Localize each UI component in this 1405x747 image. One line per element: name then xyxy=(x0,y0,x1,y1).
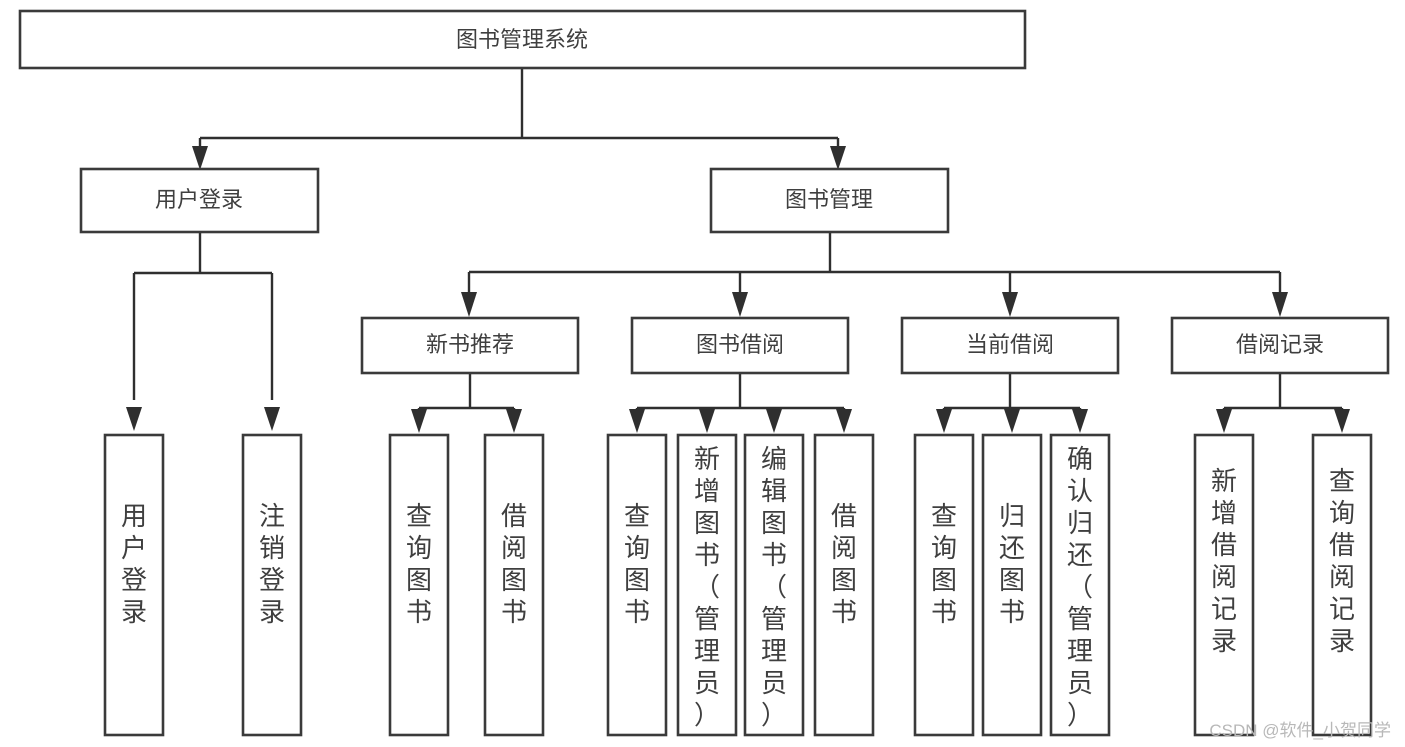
leaf-add-record-box[interactable] xyxy=(1193,433,1255,737)
leaf-query-record-box[interactable] xyxy=(1311,433,1373,737)
leaf-query-book-3-box[interactable] xyxy=(913,433,975,737)
connector-book-borrow-to-leaves xyxy=(635,373,846,412)
arrow-to-leaf-confirm-return xyxy=(1072,409,1088,433)
node-leaf-logout-login[interactable]: 注销登录 xyxy=(241,433,303,737)
leaf-user-login-label: 用户登录 xyxy=(121,501,147,627)
leaf-query-book-2-box[interactable] xyxy=(606,433,668,737)
connector-book-management-to-level2 xyxy=(467,232,1282,293)
connector-borrow-record-to-leaves xyxy=(1222,373,1344,412)
arrow-to-leaf-query-book-3 xyxy=(936,409,952,433)
node-leaf-query-book-3[interactable]: 查询图书 xyxy=(913,433,975,737)
node-leaf-borrow-book-1[interactable]: 借阅图书 xyxy=(483,433,545,737)
new-book-recommend-label: 新书推荐 xyxy=(426,332,514,357)
leaf-query-book-3-label: 查询图书 xyxy=(931,501,957,627)
node-leaf-query-record[interactable]: 查询借阅记录 xyxy=(1311,433,1373,737)
leaf-borrow-book-2-label: 借阅图书 xyxy=(831,501,857,627)
node-user-login[interactable]: 用户登录 xyxy=(79,167,320,234)
arrow-to-leaf-add-record xyxy=(1216,409,1232,433)
node-book-management[interactable]: 图书管理 xyxy=(709,167,950,234)
leaf-borrow-book-2-box[interactable] xyxy=(813,433,875,737)
leaf-confirm-return-box[interactable] xyxy=(1049,433,1111,737)
current-borrow-box[interactable] xyxy=(900,316,1120,375)
connector-user-login-to-leaves xyxy=(132,232,274,400)
arrow-to-leaf-return-book xyxy=(1004,409,1020,433)
arrow-to-new-book-recommend xyxy=(461,292,477,317)
node-leaf-return-book[interactable]: 归还图书 xyxy=(981,433,1043,737)
node-leaf-query-book-2[interactable]: 查询图书 xyxy=(606,433,668,737)
leaf-return-book-label: 归还图书 xyxy=(999,501,1025,627)
user-login-box[interactable] xyxy=(79,167,320,234)
arrow-to-borrow-record xyxy=(1272,292,1288,317)
arrow-to-user-login xyxy=(192,146,208,170)
leaf-query-record-label: 查询借阅记录 xyxy=(1329,466,1355,656)
node-leaf-query-book-1[interactable]: 查询图书 xyxy=(388,433,450,737)
node-current-borrow[interactable]: 当前借阅 xyxy=(900,316,1120,375)
node-leaf-confirm-return[interactable]: 确认归还（管理员） xyxy=(1049,433,1111,737)
book-management-box[interactable] xyxy=(709,167,950,234)
leaf-add-book-box[interactable] xyxy=(676,433,738,737)
leaf-query-book-1-label: 查询图书 xyxy=(406,501,432,627)
user-login-label: 用户登录 xyxy=(155,187,243,212)
leaf-add-record-label: 新增借阅记录 xyxy=(1211,466,1237,656)
leaf-borrow-book-1-label: 借阅图书 xyxy=(501,501,527,627)
leaf-borrow-book-1-box[interactable] xyxy=(483,433,545,737)
leaf-edit-book-label: 编辑图书（管理员） xyxy=(761,444,787,730)
arrow-to-book-management xyxy=(830,146,846,170)
book-management-label: 图书管理 xyxy=(785,187,873,212)
arrow-to-leaf-logout-login xyxy=(264,407,280,431)
node-leaf-add-book[interactable]: 新增图书（管理员） xyxy=(676,433,738,737)
book-borrow-label: 图书借阅 xyxy=(696,332,784,357)
new-book-recommend-box[interactable] xyxy=(360,316,580,375)
leaf-add-book-label: 新增图书（管理员） xyxy=(694,444,720,730)
arrow-to-leaf-query-book-1 xyxy=(411,409,427,433)
node-root[interactable]: 图书管理系统 xyxy=(18,9,1027,70)
arrow-to-leaf-add-book xyxy=(699,409,715,433)
root-box[interactable] xyxy=(18,9,1027,70)
leaf-edit-book-box[interactable] xyxy=(743,433,805,737)
connector-new-book-recommend-to-leaves xyxy=(417,373,516,412)
node-borrow-record[interactable]: 借阅记录 xyxy=(1170,316,1390,375)
leaf-user-login-box[interactable] xyxy=(103,433,165,737)
borrow-record-label: 借阅记录 xyxy=(1236,332,1324,357)
arrow-to-leaf-user-login xyxy=(126,407,142,431)
arrow-to-leaf-borrow-book-2 xyxy=(836,409,852,433)
arrow-to-current-borrow xyxy=(1002,292,1018,317)
node-leaf-borrow-book-2[interactable]: 借阅图书 xyxy=(813,433,875,737)
leaf-logout-login-box[interactable] xyxy=(241,433,303,737)
leaf-return-book-box[interactable] xyxy=(981,433,1043,737)
connector-layer xyxy=(126,68,1350,433)
borrow-record-box[interactable] xyxy=(1170,316,1390,375)
node-leaf-user-login[interactable]: 用户登录 xyxy=(103,433,165,737)
arrow-to-leaf-borrow-book-1 xyxy=(506,409,522,433)
arrow-to-leaf-edit-book xyxy=(766,409,782,433)
node-leaf-edit-book[interactable]: 编辑图书（管理员） xyxy=(743,433,805,737)
leaf-logout-login-label: 注销登录 xyxy=(259,501,285,627)
node-book-borrow[interactable]: 图书借阅 xyxy=(630,316,850,375)
book-borrow-box[interactable] xyxy=(630,316,850,375)
connector-current-borrow-to-leaves xyxy=(942,373,1082,412)
leaf-query-book-2-label: 查询图书 xyxy=(624,501,650,627)
arrow-to-leaf-query-book-2 xyxy=(629,409,645,433)
node-new-book-recommend[interactable]: 新书推荐 xyxy=(360,316,580,375)
current-borrow-label: 当前借阅 xyxy=(966,332,1054,357)
arrow-to-book-borrow xyxy=(732,292,748,317)
root-label: 图书管理系统 xyxy=(456,27,588,52)
arrow-to-leaf-query-record xyxy=(1334,409,1350,433)
leaf-confirm-return-label: 确认归还（管理员） xyxy=(1067,444,1093,730)
leaf-query-book-1-box[interactable] xyxy=(388,433,450,737)
connector-root-to-level1 xyxy=(198,68,840,158)
node-leaf-add-record[interactable]: 新增借阅记录 xyxy=(1193,433,1255,737)
